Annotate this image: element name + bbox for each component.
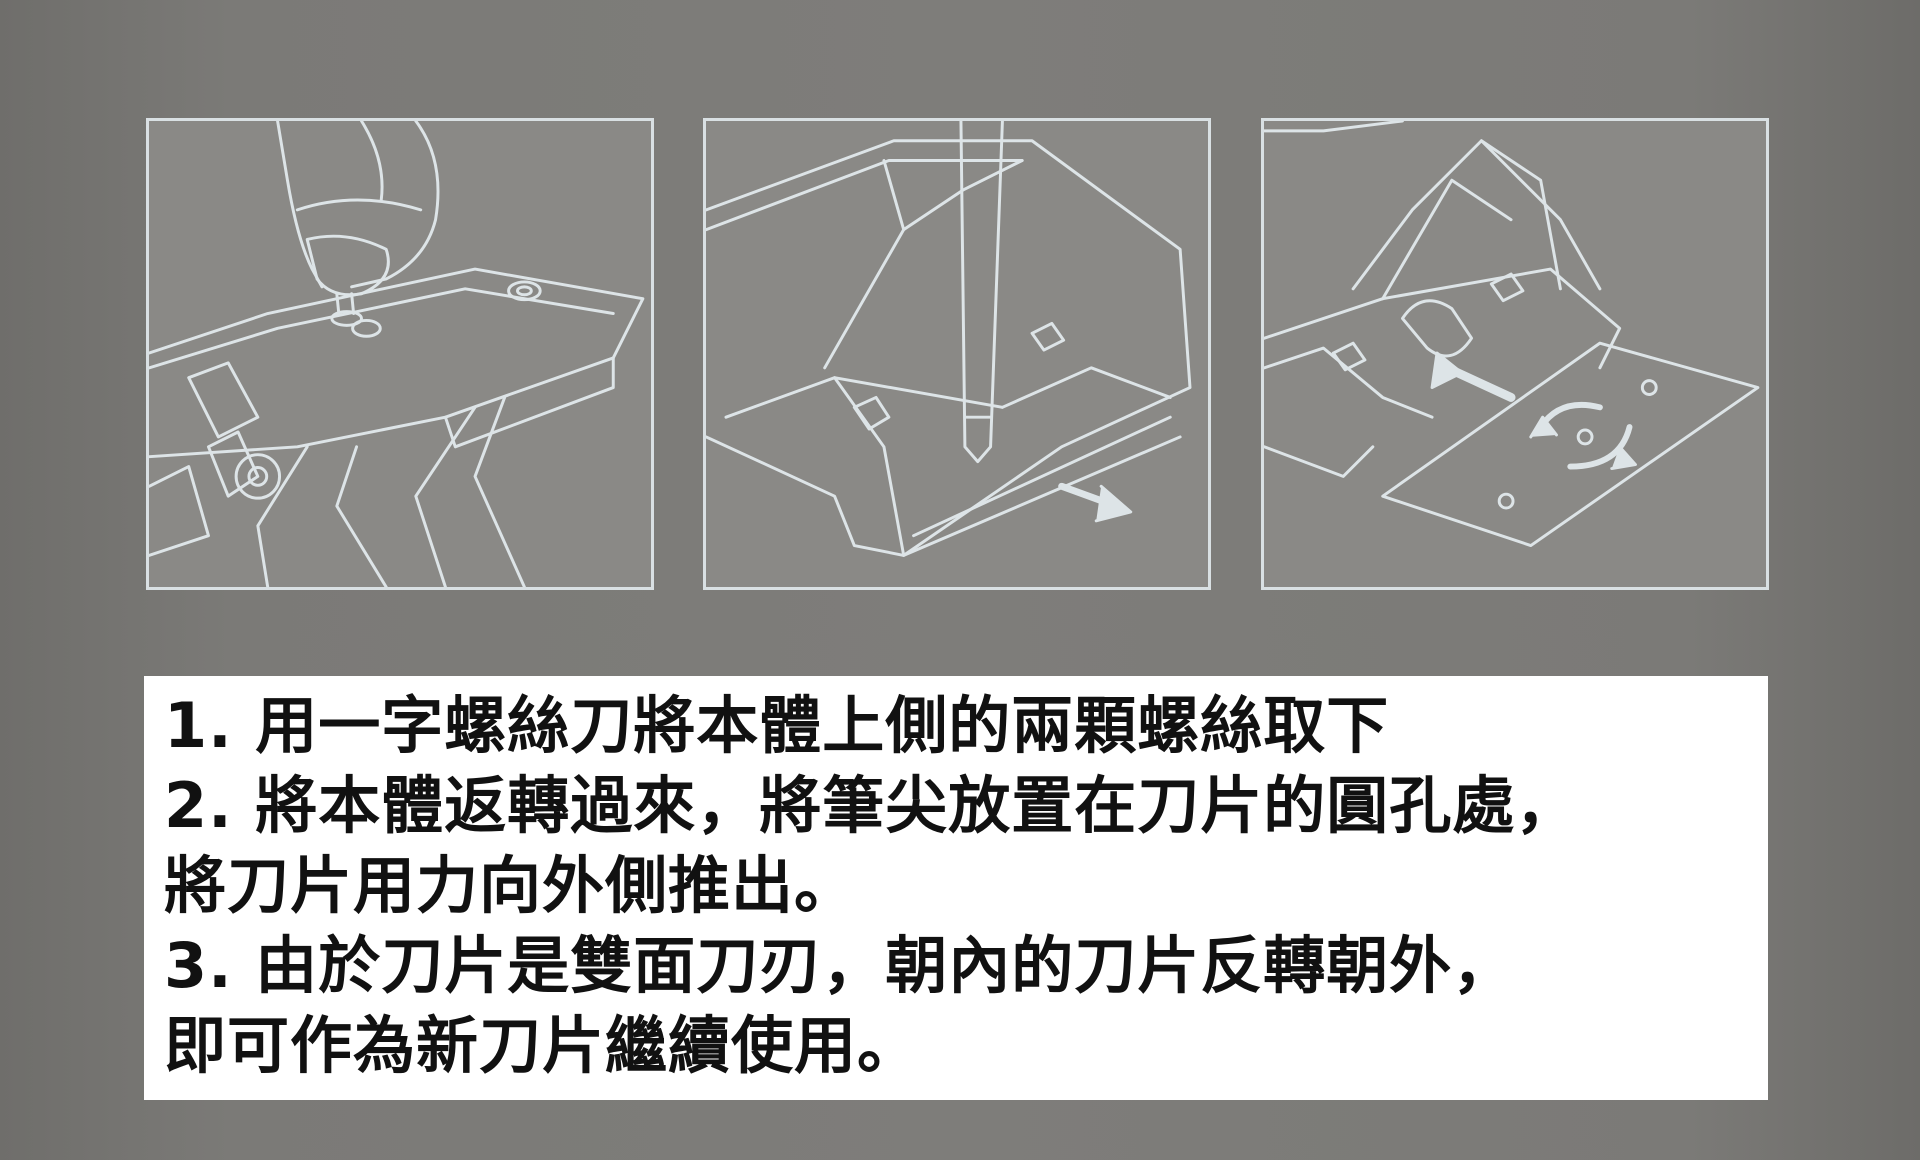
flip-blade-illustration — [1264, 121, 1760, 548]
step-1-illustration — [146, 118, 654, 590]
step-3-illustration — [1261, 118, 1769, 590]
step-3-text-continued: 即可作為新刀片繼續使用。 — [164, 1009, 921, 1082]
step-2-text-continued: 將刀片用力向外側推出。 — [164, 849, 858, 922]
instructions-box: 1. 用一字螺絲刀將本體上側的兩顆螺絲取下 2. 將本體返轉過來，將筆尖放置在刀… — [144, 676, 1768, 1100]
remove-screws-illustration — [149, 121, 645, 587]
step-3-text: 3. 由於刀片是雙面刀刃，朝內的刀片反轉朝外， — [164, 929, 1516, 1002]
push-blade-out-illustration — [706, 121, 1192, 557]
step-2-text: 2. 將本體返轉過來，將筆尖放置在刀片的圓孔處， — [164, 769, 1579, 842]
step-1-text: 1. 用一字螺絲刀將本體上側的兩顆螺絲取下 — [164, 689, 1390, 762]
step-2-illustration — [703, 118, 1211, 590]
